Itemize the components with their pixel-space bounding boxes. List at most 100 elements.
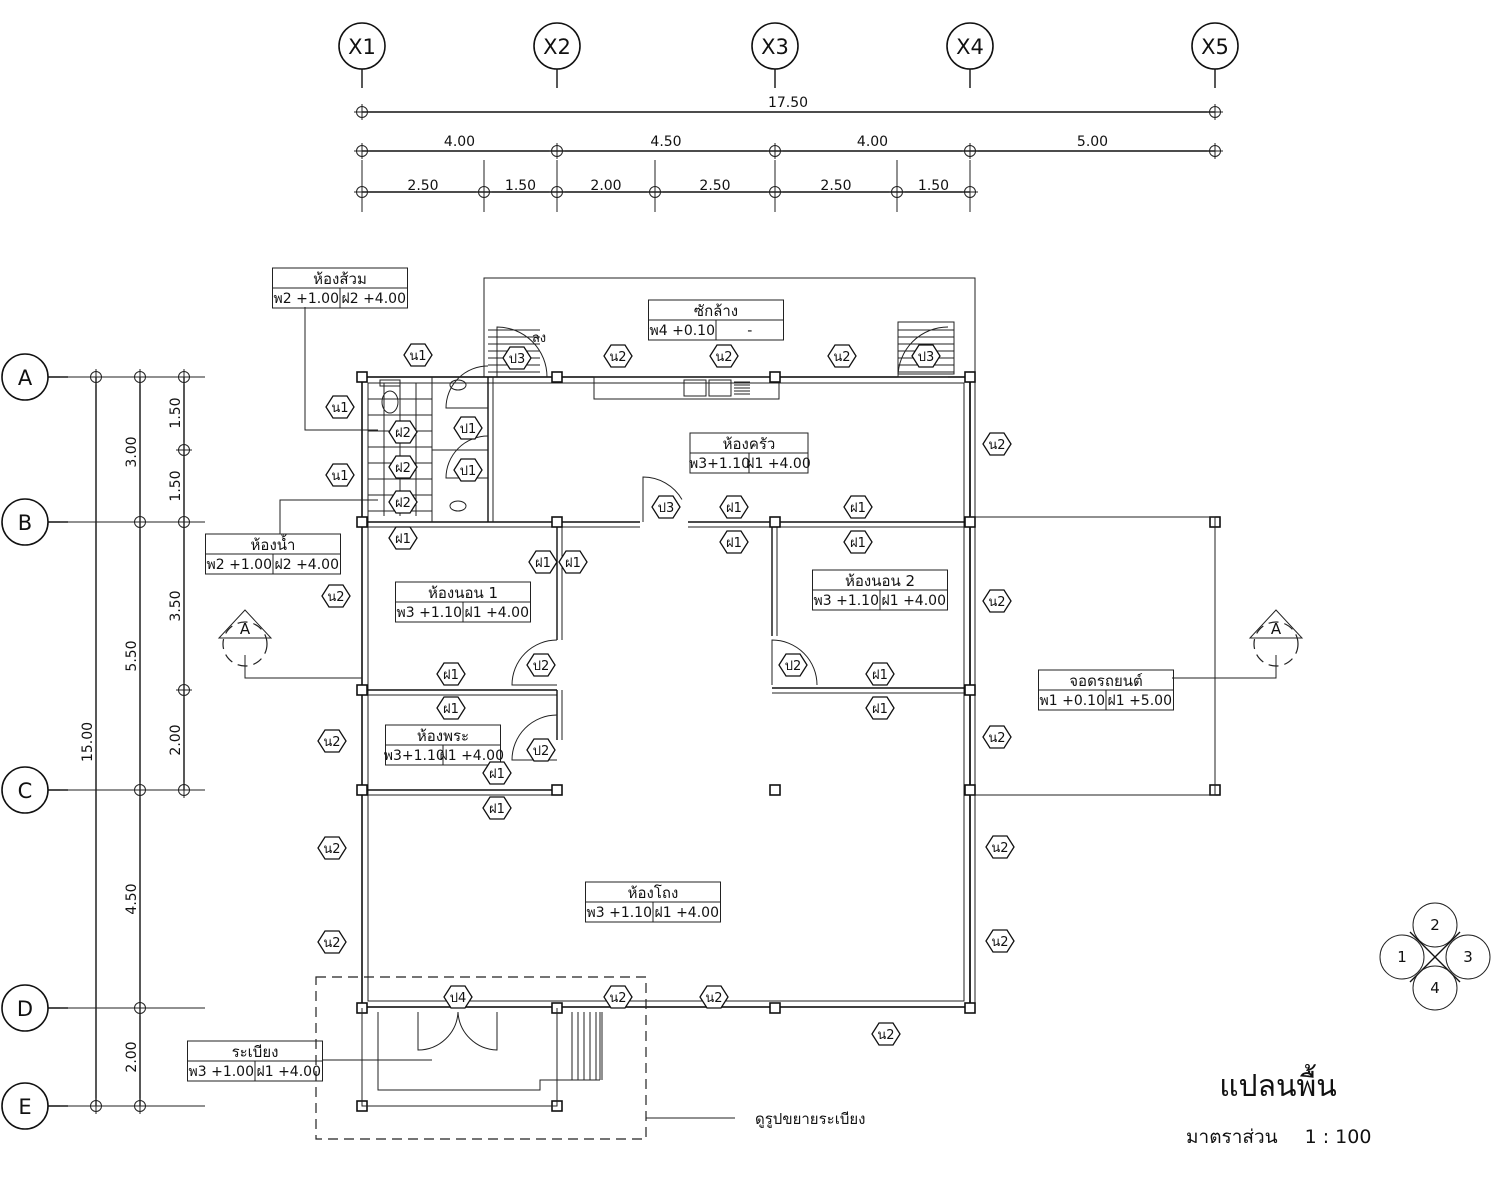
- room-label-toilet-ceiling: ฝ2 +4.00: [342, 291, 406, 307]
- grid-bubble-label-x1: X1: [348, 35, 376, 59]
- tag-window_w2-15-label: น2: [609, 991, 626, 1006]
- room-label-veranda-ceiling: ฝ1 +4.00: [257, 1064, 321, 1080]
- door-swing-p4: [417, 1011, 459, 1051]
- dim-left-inner-value-1: 1.50: [168, 470, 184, 501]
- tag-window_w2-6-hex: [982, 432, 1012, 456]
- tag-wall_f1-39-hex: [865, 662, 895, 686]
- section-marker-right-label: A: [1271, 620, 1282, 638]
- elevation-key-circle-2: [1445, 934, 1491, 980]
- dim-total-value: 17.50: [768, 95, 808, 111]
- building-outline-inner: [367, 382, 965, 1002]
- grid-bubble-label-x4: X4: [956, 35, 984, 59]
- tag-wall_f1-34-hex: [843, 530, 873, 554]
- tag-window_w2-12-label: น2: [991, 841, 1008, 856]
- tag-window_w2-14-label: น2: [991, 935, 1008, 950]
- tag-door_p2-24-hex: [778, 653, 808, 677]
- grid-bubble-label-e: E: [18, 1095, 31, 1119]
- tag-window_w1-2-label: น1: [331, 469, 348, 484]
- leader-toilet: [304, 307, 378, 431]
- tag-door_p2-23-hex: [526, 653, 556, 677]
- veranda-detail-boundary: [315, 976, 647, 1140]
- tag-window_w2-8-hex: [982, 589, 1012, 613]
- grid-bubble-label-a: A: [18, 366, 33, 390]
- tag-window_w2-11-label: น2: [323, 842, 340, 857]
- carport-outline: [970, 516, 1216, 796]
- tag-window_w2-5-hex: [827, 344, 857, 368]
- column: [356, 371, 368, 383]
- room-label-kitchen-name: ห้องครัว: [723, 435, 776, 453]
- dim-main-value-0: 4.00: [444, 134, 475, 150]
- tag-wall_f2-28-hex: [388, 455, 418, 479]
- tag-window_w2-11-hex: [317, 836, 347, 860]
- tag-wall_f1-31-label: ฝ1: [726, 501, 742, 516]
- tag-wall_f2-29-label: ฝ2: [395, 496, 411, 511]
- scale-label: มาตราส่วน: [1186, 1126, 1278, 1148]
- tag-wall_f1-42-label: ฝ1: [489, 802, 505, 817]
- tag-door_p3-22-hex: [651, 495, 681, 519]
- tag-door_p2-25-hex: [526, 738, 556, 762]
- kitchen-counter: [593, 376, 780, 400]
- room-label-kitchen-ceiling: ฝ1 +4.00: [746, 456, 810, 472]
- tag-door_p2-24-label: ป2: [785, 659, 802, 674]
- tag-wall_f1-32-hex: [719, 530, 749, 554]
- tag-wall_f1-41-hex: [482, 761, 512, 785]
- elevation-key-3: 3: [1463, 948, 1473, 966]
- room-label-veranda-name: ระเบียง: [232, 1043, 279, 1061]
- tag-wall_f1-31-hex: [719, 495, 749, 519]
- room-label-bedroom1-floor: พ3 +1.10: [397, 605, 463, 621]
- grid-bubble-label-b: B: [18, 511, 32, 535]
- tag-window_w2-17-hex: [871, 1022, 901, 1046]
- grid-bubble-label-x5: X5: [1201, 35, 1229, 59]
- tag-wall_f2-27-label: ฝ2: [395, 426, 411, 441]
- room-label-carport-name: จอดรถยนต์: [1069, 672, 1142, 690]
- tag-window_w2-15-hex: [603, 985, 633, 1009]
- elevation-key-4: 4: [1430, 979, 1440, 997]
- elevation-key-circle-3: [1412, 965, 1458, 1011]
- dim-left-inner-value-3: 2.00: [168, 724, 184, 755]
- room-label-carport-floor: พ1 +0.10: [1040, 693, 1106, 709]
- column: [769, 371, 781, 383]
- tag-wall_f2-27-hex: [388, 420, 418, 444]
- tag-wall_f1-40-hex: [865, 696, 895, 720]
- tag-wall_f1-37-hex: [436, 662, 466, 686]
- dim-main-value-3: 5.00: [1077, 134, 1108, 150]
- room-label-veranda-floor: พ3 +1.00: [189, 1064, 255, 1080]
- tag-window_w2-13-hex: [317, 930, 347, 954]
- room-label-shrine-name: ห้องพระ: [417, 727, 469, 745]
- scale-value: 1 : 100: [1305, 1126, 1372, 1148]
- tag-window_w2-12-hex: [985, 835, 1015, 859]
- tag-door_p4-26-hex: [443, 985, 473, 1009]
- column: [964, 784, 976, 796]
- dim-sub-value-2: 2.00: [590, 178, 621, 194]
- tag-wall_f2-29-hex: [388, 490, 418, 514]
- room-label-bathroom-ceiling: ฝ2 +4.00: [275, 557, 339, 573]
- tag-window_w2-16-hex: [699, 985, 729, 1009]
- section-line-right: [1172, 655, 1277, 679]
- tag-window_w2-16-label: น2: [705, 991, 722, 1006]
- tag-window_w1-0-label: น1: [409, 349, 426, 364]
- door-swing-p3: [642, 476, 683, 522]
- door-swing-p3: [496, 326, 548, 378]
- tag-door_p1-19-label: ป1: [460, 464, 477, 479]
- column: [964, 516, 976, 528]
- door-swing-p1: [445, 365, 489, 409]
- room-label-hall-name: ห้องโถง: [628, 884, 679, 902]
- column: [769, 1002, 781, 1014]
- tag-wall_f1-38-hex: [436, 696, 466, 720]
- leader-bathroom: [279, 499, 378, 534]
- tag-door_p3-20-hex: [502, 346, 532, 370]
- tag-door_p2-25-label: ป2: [533, 744, 550, 759]
- tag-window_w1-2-hex: [325, 463, 355, 487]
- dim-sub-value-0: 2.50: [407, 178, 438, 194]
- tag-wall_f1-32-label: ฝ1: [726, 536, 742, 551]
- column: [356, 684, 368, 696]
- tag-door_p3-21-label: ป3: [918, 350, 935, 365]
- tag-window_w2-7-label: น2: [327, 590, 344, 605]
- tag-wall_f1-33-hex: [843, 495, 873, 519]
- dim-left-main-value-2: 2.00: [124, 1041, 140, 1072]
- tag-wall_f1-41-label: ฝ1: [489, 767, 505, 782]
- section-line-left: [244, 655, 362, 679]
- sink-bowl-icon: [683, 379, 707, 397]
- section-marker-left-arrow: [217, 609, 273, 639]
- tag-door_p3-22-label: ป3: [658, 501, 675, 516]
